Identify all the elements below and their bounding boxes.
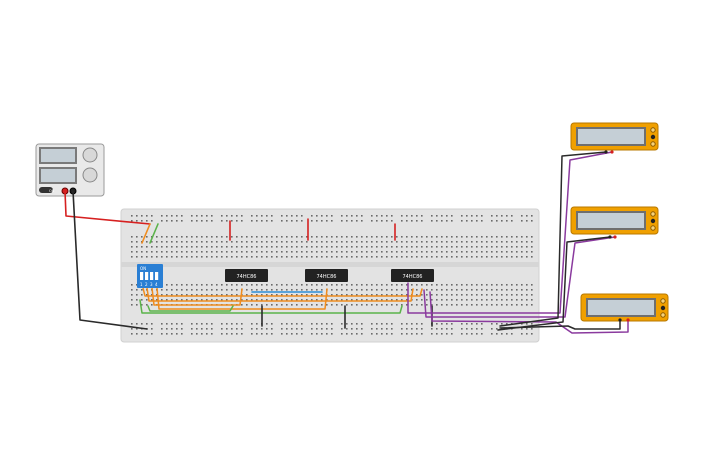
dip-toggle-4[interactable] <box>155 272 159 280</box>
wires[interactable] <box>64 151 629 334</box>
power-supply[interactable]: ON <box>35 143 105 197</box>
dip-number-4: 4 <box>155 282 158 287</box>
wire-black-meter-1[interactable] <box>499 151 607 327</box>
multimeter-3-display <box>588 300 654 315</box>
breadboard-holes <box>131 215 533 335</box>
dip-toggle-3[interactable] <box>150 272 154 280</box>
wire-black-meter-3[interactable] <box>499 319 621 330</box>
multimeter-1-display <box>578 129 644 144</box>
dip-toggle-2[interactable] <box>145 272 149 280</box>
ic-chip-1-label: 74HC86 <box>237 274 257 280</box>
wire-purple-meter-1[interactable] <box>407 151 613 314</box>
dip-switch-on-label: ON <box>140 266 146 271</box>
multimeter-2-display <box>578 213 644 228</box>
ic-chip-2[interactable]: 74HC86 <box>305 269 348 282</box>
current-knob[interactable] <box>82 167 98 183</box>
voltage-knob[interactable] <box>82 147 98 163</box>
dip-number-3: 3 <box>150 282 153 287</box>
wire-red-power[interactable] <box>64 190 151 225</box>
ic-chip-1[interactable]: 74HC86 <box>225 269 268 282</box>
dip-toggle-1[interactable] <box>140 272 144 280</box>
wire-green-jumper[interactable] <box>149 223 159 244</box>
power-button-label: ON <box>49 189 55 193</box>
dip-number-2: 2 <box>145 282 148 287</box>
wire-black-meter-2[interactable] <box>497 236 611 331</box>
wire-orange-bus-2[interactable] <box>146 287 414 302</box>
wire-orange-bus-1[interactable] <box>142 287 423 297</box>
dip-number-1: 1 <box>140 282 143 287</box>
multimeter-1[interactable] <box>570 122 659 154</box>
ic-chip-2-label: 74HC86 <box>317 274 337 280</box>
wire-orange-bus-4[interactable] <box>156 287 328 310</box>
wire-orange-bus-3[interactable] <box>151 287 243 306</box>
multimeter-2[interactable] <box>570 206 659 239</box>
wire-purple-meter-2[interactable] <box>423 236 616 318</box>
wire-orange-jumper[interactable] <box>141 223 151 244</box>
power-button[interactable] <box>39 187 53 193</box>
wire-black-ground[interactable] <box>72 190 148 330</box>
wire-green-bus-2[interactable] <box>147 305 234 312</box>
ic-chip-3-label: 74HC86 <box>403 274 423 280</box>
ic-chip-3[interactable]: 74HC86 <box>391 269 434 282</box>
multimeter-3[interactable] <box>580 293 669 322</box>
dip-switch[interactable]: ON 1 2 3 4 <box>137 264 163 288</box>
wire-purple-meter-3[interactable] <box>429 291 629 334</box>
wire-green-bus-1[interactable] <box>139 299 403 314</box>
